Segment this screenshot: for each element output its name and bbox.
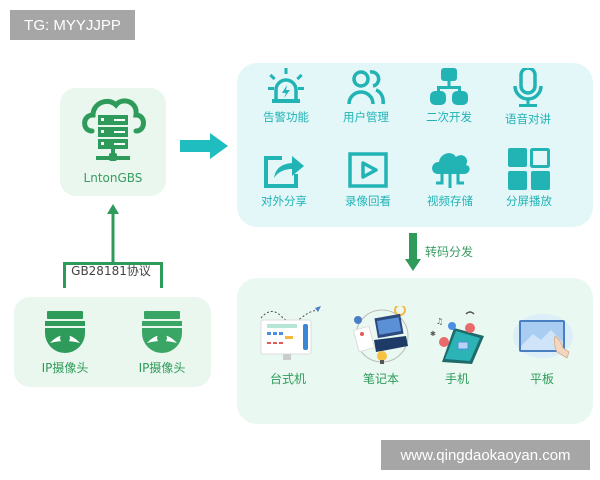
- feature-label: 语音对讲: [505, 112, 551, 126]
- feature-alarm: 告警功能: [251, 68, 321, 125]
- alarm-siren-icon: [268, 68, 304, 103]
- device-label: 平板: [529, 372, 554, 386]
- mobile-phone-icon: ♫ ✱: [430, 311, 484, 364]
- svg-text:♫: ♫: [436, 317, 443, 326]
- desktop-icon: [260, 306, 321, 360]
- hierarchy-icon: [430, 68, 468, 105]
- feature-label: 对外分享: [261, 194, 307, 208]
- transcode-label: 转码分发: [425, 245, 474, 259]
- feature-voice-intercom: 语音对讲: [493, 68, 563, 127]
- camera-2: IP摄像头: [127, 311, 197, 376]
- feature-users: 用户管理: [331, 68, 401, 125]
- feature-label: 分屏播放: [506, 194, 552, 208]
- device-laptop: 笔记本: [336, 306, 426, 387]
- watermark-bottom: www.qingdaokaoyan.com: [381, 440, 590, 470]
- protocol-label: GB28181协议: [71, 264, 151, 278]
- device-tablet: 平板: [497, 306, 587, 387]
- dome-camera-icon: [45, 311, 85, 353]
- feature-label: 用户管理: [343, 110, 389, 124]
- dome-camera-icon: [142, 311, 182, 353]
- device-label: 笔记本: [362, 372, 399, 386]
- camera-label: IP摄像头: [138, 361, 186, 375]
- camera-1: IP摄像头: [30, 311, 100, 376]
- split-screen-icon: [508, 148, 550, 190]
- device-desktop: 台式机: [243, 306, 333, 387]
- arrow-down-icon: [405, 233, 421, 271]
- device-label: 手机: [444, 372, 469, 386]
- arrow-right-icon: [180, 133, 228, 159]
- feature-split-screen: 分屏播放: [494, 148, 564, 209]
- feature-development: 二次开发: [414, 68, 484, 125]
- cloud-upload-icon: [432, 153, 470, 188]
- feature-playback: 录像回看: [333, 150, 403, 209]
- video-playback-icon: [348, 152, 388, 188]
- feature-storage: 视频存储: [415, 150, 485, 209]
- laptop-icon: [352, 306, 409, 364]
- server-label: LntonGBS: [83, 171, 143, 185]
- device-mobile: ♫ ✱ 手机: [412, 306, 502, 387]
- share-icon: [264, 156, 304, 188]
- svg-text:✱: ✱: [430, 330, 436, 338]
- device-label: 台式机: [269, 372, 306, 386]
- camera-label: IP摄像头: [41, 361, 89, 375]
- tablet-icon: [513, 314, 573, 359]
- protocol-connector: [63, 204, 163, 288]
- microphone-icon: [513, 68, 543, 107]
- feature-label: 录像回看: [345, 194, 391, 208]
- feature-label: 视频存储: [427, 194, 473, 208]
- cloud-server-icon: [82, 98, 146, 161]
- feature-share: 对外分享: [249, 150, 319, 209]
- watermark-top: TG: MYYJJPP: [10, 10, 135, 40]
- users-icon: [347, 70, 385, 105]
- feature-label: 告警功能: [263, 110, 309, 124]
- feature-label: 二次开发: [426, 110, 472, 124]
